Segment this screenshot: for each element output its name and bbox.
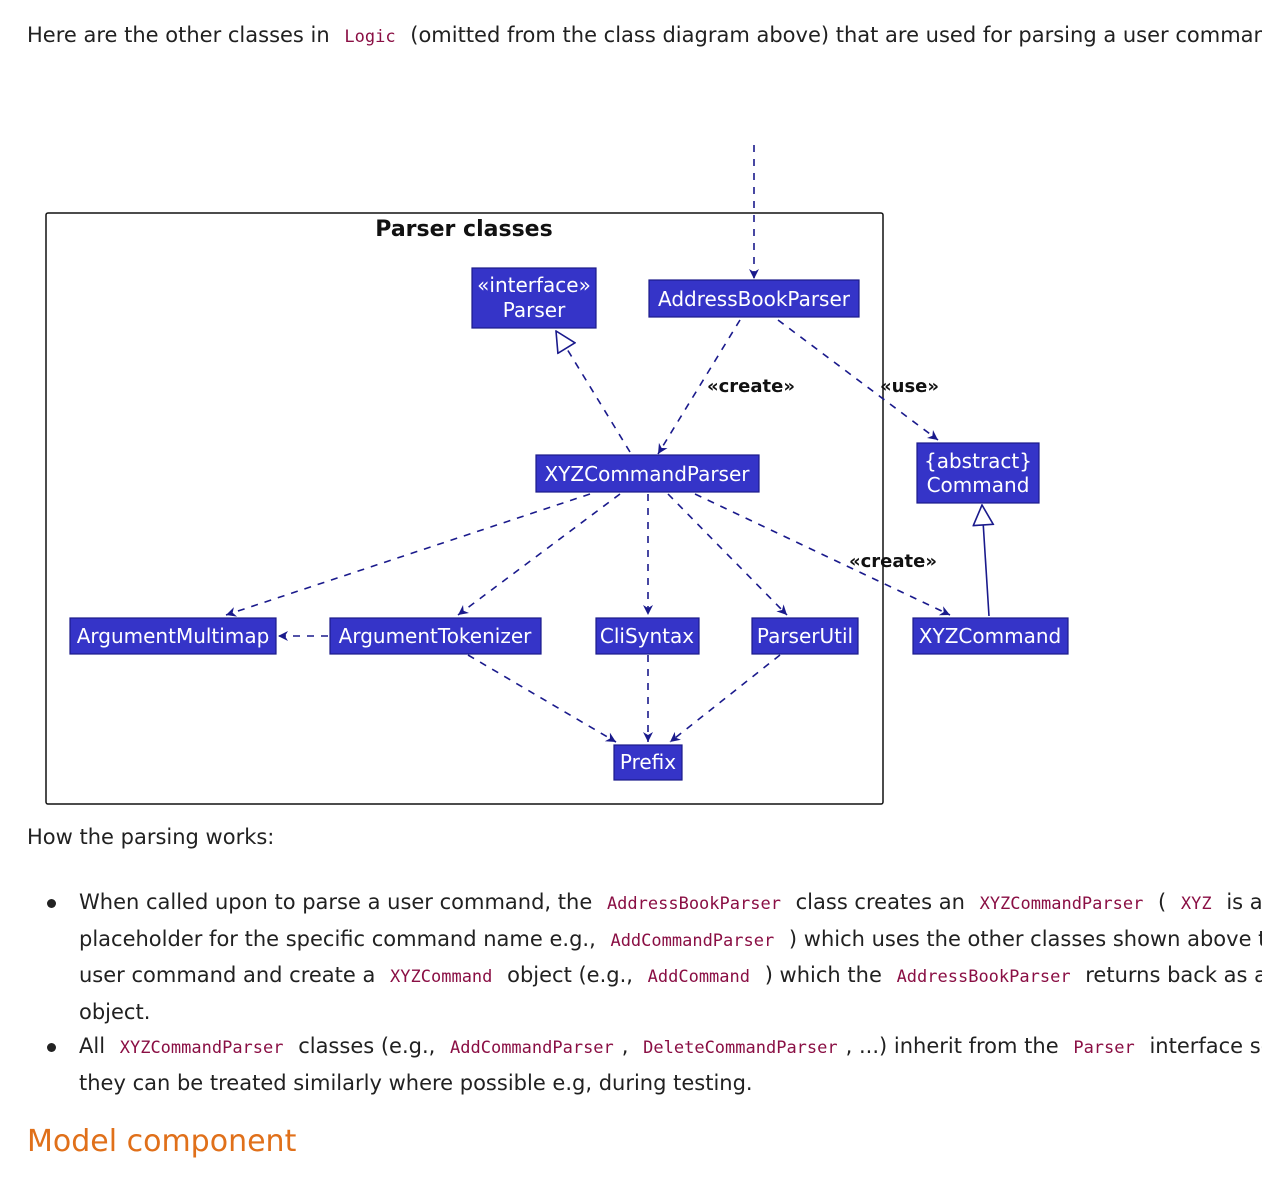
intro-paragraph: Here are the other classes in Logic (omi…	[27, 18, 1262, 54]
text: user command and create a	[79, 963, 376, 987]
text: ) which uses the other classes shown abo…	[788, 926, 1262, 951]
bullet-dot	[47, 899, 56, 908]
command-name: Command	[927, 473, 1030, 497]
class-xyzcommandparser: XYZCommandParser	[535, 454, 760, 493]
label-create-1: «create»	[707, 376, 795, 397]
parser-class-diagram: Parser classes «create» «use» «create» «…	[0, 95, 1262, 815]
inline-code: XYZ	[1180, 894, 1212, 914]
bullet2-line2: they can be treated similarly where poss…	[79, 1066, 1262, 1101]
parser-classes-package: Parser classes	[45, 212, 884, 805]
addressbookparser-name: AddressBookParser	[658, 287, 851, 311]
edge-xyzcommandparser-to-argumentmultimap	[225, 493, 591, 617]
argumenttokenizer-name: ArgumentTokenizer	[339, 624, 532, 648]
text: they can be treated similarly where poss…	[79, 1070, 753, 1095]
text: , ...) inherit from the	[845, 1034, 1059, 1058]
clisyntax-name: CliSyntax	[600, 624, 694, 648]
bullet1-line2: placeholder for the specific command nam…	[79, 922, 1262, 959]
text: (	[1158, 890, 1167, 914]
list-item: All XYZCommandParser classes (e.g., AddC…	[0, 1029, 1262, 1100]
inline-code-logic: Logic	[344, 27, 396, 47]
edge-xyzcommandparser-realizes-parser	[556, 331, 631, 453]
text: object (e.g.,	[507, 963, 633, 987]
edge-xyzcommandparser-create-xyzcommand	[694, 493, 951, 616]
inline-code: AddCommand	[647, 967, 750, 987]
class-addressbookparser: AddressBookParser	[648, 279, 860, 318]
edge-xyzcommandparser-to-argumenttokenizer	[457, 493, 621, 616]
text: All	[79, 1034, 106, 1058]
edge-argumenttokenizer-to-prefix	[467, 654, 617, 743]
text: object.	[79, 999, 151, 1024]
inline-code: AddCommandParser	[450, 1038, 614, 1058]
bullet-dot	[47, 1043, 56, 1052]
class-argumenttokenizer: ArgumentTokenizer	[329, 617, 542, 655]
package-title: Parser classes	[375, 217, 552, 242]
how-heading: How the parsing works:	[27, 825, 275, 849]
bullet1-line4: object.	[79, 995, 1262, 1030]
text: is a	[1226, 890, 1262, 914]
bullet2-line1: All XYZCommandParser classes (e.g., AddC…	[79, 1029, 1262, 1066]
edge-xyzcommand-extends-command	[982, 505, 989, 617]
class-xyzcommand: XYZCommand	[912, 617, 1069, 655]
class-argumentmultimap: ArgumentMultimap	[69, 617, 277, 655]
prefix-name: Prefix	[620, 750, 676, 774]
class-clisyntax: CliSyntax	[595, 617, 700, 655]
label-create-2: «create»	[849, 551, 937, 572]
edge-addressbookparser-create-xyzcommandparser	[657, 319, 741, 455]
inline-code: XYZCommandParser	[119, 1038, 284, 1058]
edge-addressbookparser-use-command	[777, 319, 939, 441]
section-heading-model-component: Model component	[27, 1124, 297, 1159]
parser-stereotype: «interface»	[477, 273, 591, 297]
edge-xyzcommandparser-to-parserutil	[667, 493, 788, 616]
text: classes (e.g.,	[298, 1034, 436, 1058]
xyzcommandparser-name: XYZCommandParser	[545, 462, 751, 486]
intro-text-after: (omitted from the class diagram above) t…	[410, 23, 1262, 47]
text: placeholder for the specific command nam…	[79, 926, 596, 951]
inline-code: AddressBookParser	[896, 967, 1071, 987]
text: ) which the	[764, 963, 882, 987]
argumentmultimap-name: ArgumentMultimap	[77, 624, 270, 648]
inline-code: AddCommandParser	[610, 930, 775, 951]
bullet1-line1: When called upon to parse a user command…	[79, 885, 1262, 922]
command-stereotype: {abstract}	[924, 449, 1032, 473]
inline-code: XYZCommandParser	[979, 894, 1144, 914]
inline-code: AddressBookParser	[606, 894, 781, 914]
class-prefix: Prefix	[613, 744, 683, 781]
list-item: When called upon to parse a user command…	[0, 885, 1262, 1029]
bullet1-line3: user command and create a XYZCommand obj…	[79, 958, 1262, 995]
text: returns back as a	[1085, 963, 1262, 987]
inline-code: Parser	[1073, 1038, 1135, 1058]
class-parser-interface: «interface» Parser	[471, 267, 597, 329]
text: When called upon to parse a user command…	[79, 890, 593, 914]
parserutil-name: ParserUtil	[757, 624, 853, 648]
text: interface so	[1149, 1034, 1262, 1058]
xyzcommand-name: XYZCommand	[919, 624, 1061, 648]
edge-parserutil-to-prefix	[669, 654, 781, 743]
class-parserutil: ParserUtil	[751, 617, 859, 655]
text: ,	[621, 1034, 629, 1058]
text: class creates an	[795, 890, 965, 914]
parser-name: Parser	[503, 298, 566, 322]
class-command-abstract: {abstract} Command	[916, 442, 1040, 504]
inline-code: DeleteCommandParser	[643, 1038, 838, 1058]
intro-text-before: Here are the other classes in	[27, 23, 330, 47]
label-use: «use»	[880, 376, 939, 397]
inline-code: XYZCommand	[390, 967, 493, 987]
parsing-steps-list: When called upon to parse a user command…	[0, 885, 1262, 1100]
